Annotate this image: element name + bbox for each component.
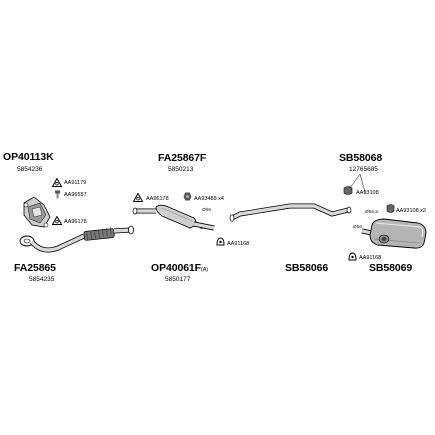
gasket-icon[interactable] [52,178,62,187]
accessory-aa93108-x2-code: AA93108 [396,208,419,214]
diameter-label: Ø55.5 [365,210,379,215]
part-code-op40113k[interactable]: OP40113K [3,151,54,163]
diameter-label: Ø56 [353,225,363,230]
accessory-aa96557[interactable]: AA96557 [64,192,87,198]
part-code-op40061f[interactable]: OP40061F(A) [151,262,208,274]
catalytic-converter-icon[interactable] [20,195,54,231]
accessory-aa93108[interactable]: AA93108 [356,190,379,196]
front-silencer-icon[interactable] [132,202,218,232]
front-pipe-icon[interactable] [18,224,136,262]
accessory-aa93488[interactable]: AA93488 x4 [194,196,224,202]
part-code-op40061f-text: OP40061F [151,262,201,274]
accessory-aa93488-code: AA93488 [194,196,217,202]
nut-icon[interactable] [183,192,192,201]
part-number-5854236: 5854236 [17,166,43,173]
clamp-icon[interactable] [343,186,353,195]
part-code-fa25867f[interactable]: FA25867F [158,152,207,164]
accessory-aa93108-x2[interactable]: AA93108 x2 [396,208,426,214]
centre-pipe-icon[interactable] [228,200,356,226]
rear-silencer-icon[interactable] [360,215,430,251]
accessory-aa91179[interactable]: AA91179 [64,180,87,186]
diameter-label: Ø56 [202,208,212,213]
part-code-suffix: (A) [200,267,209,273]
rubber-hanger-icon[interactable] [348,252,357,261]
part-code-fa25865[interactable]: FA25865 [14,262,56,274]
accessory-aa96178[interactable]: AA96178 [146,196,169,202]
part-number-5850177: 5850177 [165,276,191,283]
rubber-hanger-icon[interactable] [216,237,225,246]
leader-lines [349,173,366,193]
part-code-sb58069[interactable]: SB58069 [369,262,413,274]
part-number-5850213: 5850213 [168,166,194,173]
accessory-aa91168[interactable]: AA91168 [227,241,250,247]
clamp-icon[interactable] [386,204,395,213]
accessory-aa91168-sb[interactable]: AA91168 [359,255,382,261]
part-number-12765685: 12765685 [349,166,378,173]
part-code-sb58068[interactable]: SB58068 [339,152,383,164]
gasket-icon[interactable] [133,193,143,202]
accessory-aa96178-op[interactable]: AA96178 [64,219,87,225]
part-code-sb58066[interactable]: SB58066 [285,262,329,274]
accessory-aa93108-x2-qty: x2 [420,208,426,214]
accessory-aa93488-qty: x4 [218,196,224,202]
part-number-5854235: 5854235 [29,276,55,283]
gasket-icon[interactable] [52,216,62,225]
bolt-icon[interactable] [54,190,61,199]
